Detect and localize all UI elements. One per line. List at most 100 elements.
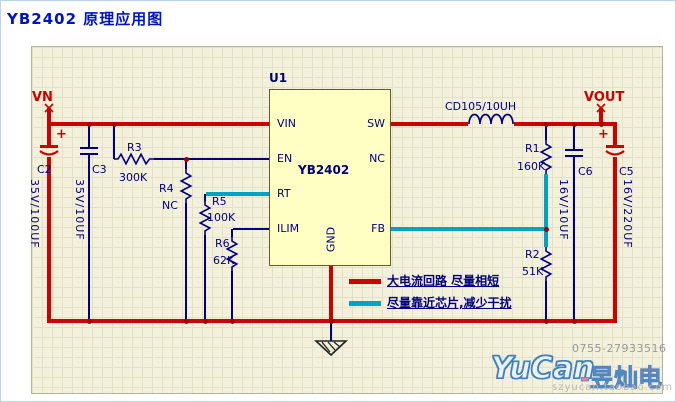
wire-vin-rail (47, 122, 269, 126)
capacitor-c6-plate-top (565, 149, 583, 151)
wire-r3-branch (113, 124, 115, 159)
earth-ground-icon (313, 340, 349, 357)
junction-dot (203, 319, 208, 324)
resistor-r4-value: NC (162, 199, 178, 212)
pin-label-en: EN (277, 152, 293, 165)
wire-c3-top (88, 124, 90, 147)
wire-c2-bottom (47, 157, 51, 323)
wire-ilim (233, 228, 269, 230)
resistor-r5-ref: R5 (212, 195, 227, 208)
junction-dot (87, 122, 92, 127)
wire-earth-stub (330, 321, 332, 341)
page-title: YB2402 原理应用图 (7, 10, 164, 28)
resistor-r5-symbol (198, 201, 212, 235)
wire-c3-bottom (88, 155, 90, 321)
watermark-brand-cn: -昱灿电子 (580, 364, 663, 401)
resistor-r2-ref: R2 (525, 248, 540, 261)
wire-sw-to-inductor (391, 122, 468, 126)
pin-label-rt: RT (277, 187, 291, 200)
resistor-r1-symbol (539, 140, 553, 174)
junction-dot (544, 227, 549, 232)
inductor-symbol (468, 113, 514, 125)
capacitor-c2-ref: C2 (37, 163, 52, 176)
wire-r2-bottom (545, 281, 547, 321)
resistor-r6-value: 62K (213, 254, 235, 267)
capacitor-c3-plate-top (80, 147, 98, 149)
wire-c5-bottom (613, 157, 617, 323)
resistor-r4-ref: R4 (159, 182, 174, 195)
junction-dot (572, 122, 577, 127)
wire-c6-top (573, 124, 575, 149)
legend-cyan-sample (349, 301, 381, 306)
capacitor-c5-polarity: + (598, 127, 609, 142)
wire-vn-stub (47, 108, 51, 124)
junction-dot (329, 319, 334, 324)
capacitor-c5-arc (605, 150, 625, 156)
inductor-label: CD105/10UH (445, 100, 517, 113)
port-cross-vout (596, 103, 606, 113)
capacitor-c2-arc (39, 150, 59, 156)
wire-c2-top (47, 122, 51, 145)
wire-r4-top (185, 158, 187, 169)
capacitor-c5-plate (606, 145, 624, 148)
port-label-vn: VN (32, 90, 53, 105)
capacitor-c2-plate (40, 145, 58, 148)
watermark-phone: 0755-27933516 (572, 342, 667, 355)
pin-label-ilim: ILIM (277, 222, 300, 235)
resistor-r3-value: 300K (119, 171, 148, 184)
resistor-r1-value: 160K (517, 160, 546, 173)
wire-c6-bottom (573, 157, 575, 321)
junction-dot (572, 319, 577, 324)
junction-dot (599, 122, 604, 127)
watermark-brand-en: YuCan (490, 350, 595, 386)
capacitor-c2-polarity: + (56, 127, 67, 142)
resistor-r6-ref: R6 (215, 237, 230, 250)
wire-c5-top (613, 122, 617, 145)
capacitor-c6-ref: C6 (578, 165, 593, 178)
junction-dot (184, 157, 189, 162)
resistor-r2-symbol (539, 247, 553, 281)
legend-near-chip-label: 尽量靠近芯片,减少干扰 (387, 296, 512, 310)
chip-part-number: YB2402 (298, 163, 350, 177)
wire-r5-top (204, 194, 206, 201)
capacitor-c5-value: 16V/220UF (621, 179, 634, 249)
junction-dot (544, 122, 549, 127)
wire-fb-divider (544, 174, 548, 247)
wire-fb (391, 227, 548, 231)
wire-gnd-pin-drop (329, 266, 333, 323)
capacitor-c6-value: 16V/10UF (557, 179, 570, 241)
junction-dot (87, 319, 92, 324)
capacitor-c6-plate-bottom (565, 155, 583, 157)
wire-inductor-to-vout (514, 122, 617, 126)
capacitor-c5-ref: C5 (619, 165, 634, 178)
junction-dot (230, 319, 235, 324)
wire-r6-bottom (231, 271, 233, 321)
capacitor-c3-value: 35V/10UF (73, 179, 86, 241)
pin-label-gnd: GND (324, 226, 338, 253)
port-cross-vn (44, 103, 54, 113)
resistor-r4-symbol (179, 169, 193, 203)
resistor-r3-symbol (114, 152, 154, 166)
legend-high-current-label: 大电流回路 尽量相短 (387, 274, 500, 288)
resistor-r1-ref: R1 (525, 142, 540, 155)
wire-r6-top (231, 229, 233, 237)
chip-body (269, 89, 391, 266)
watermark-url: szyucan.taobao.com (552, 382, 673, 393)
pin-label-vin: VIN (277, 117, 296, 130)
wire-vout-stub (599, 108, 603, 124)
resistor-r3-ref: R3 (127, 141, 142, 154)
capacitor-c3-ref: C3 (92, 163, 107, 176)
wire-en (154, 158, 269, 160)
resistor-r6-symbol (225, 237, 239, 271)
legend-red-sample (349, 279, 381, 284)
junction-dot (544, 319, 549, 324)
capacitor-c3-plate-bottom (80, 153, 98, 155)
resistor-r2-value: 51K (522, 265, 544, 278)
pin-label-fb: FB (371, 222, 385, 235)
chip-designator: U1 (269, 71, 288, 85)
pin-label-sw: SW (367, 117, 385, 130)
capacitor-c2-value: 35V/100UF (28, 179, 41, 249)
junction-dot (112, 122, 117, 127)
junction-dot (184, 319, 189, 324)
